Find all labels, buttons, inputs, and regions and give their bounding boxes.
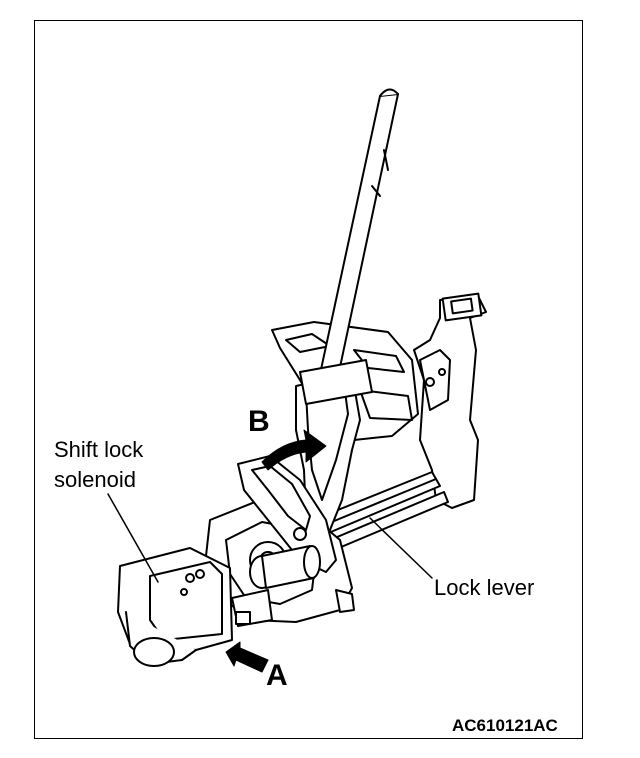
lock-lever	[317, 471, 449, 551]
figure-code: AC610121AC	[452, 716, 558, 735]
label-arrow-a: A	[266, 659, 288, 692]
figure-frame	[34, 20, 583, 739]
leader-line-lock-lever	[369, 517, 433, 579]
arrow-a	[225, 641, 269, 673]
leader-line-solenoid	[107, 493, 159, 583]
rear-bracket	[413, 292, 487, 509]
label-solenoid: solenoid	[54, 467, 136, 492]
detent-plate	[237, 455, 337, 573]
arrow-b	[261, 429, 327, 471]
label-arrow-b: B	[248, 405, 270, 438]
shift-lever	[295, 88, 399, 541]
label-shift-lock: Shift lock	[54, 437, 144, 462]
label-lock-lever: Lock lever	[434, 575, 535, 600]
shift-lock-solenoid	[117, 545, 321, 667]
